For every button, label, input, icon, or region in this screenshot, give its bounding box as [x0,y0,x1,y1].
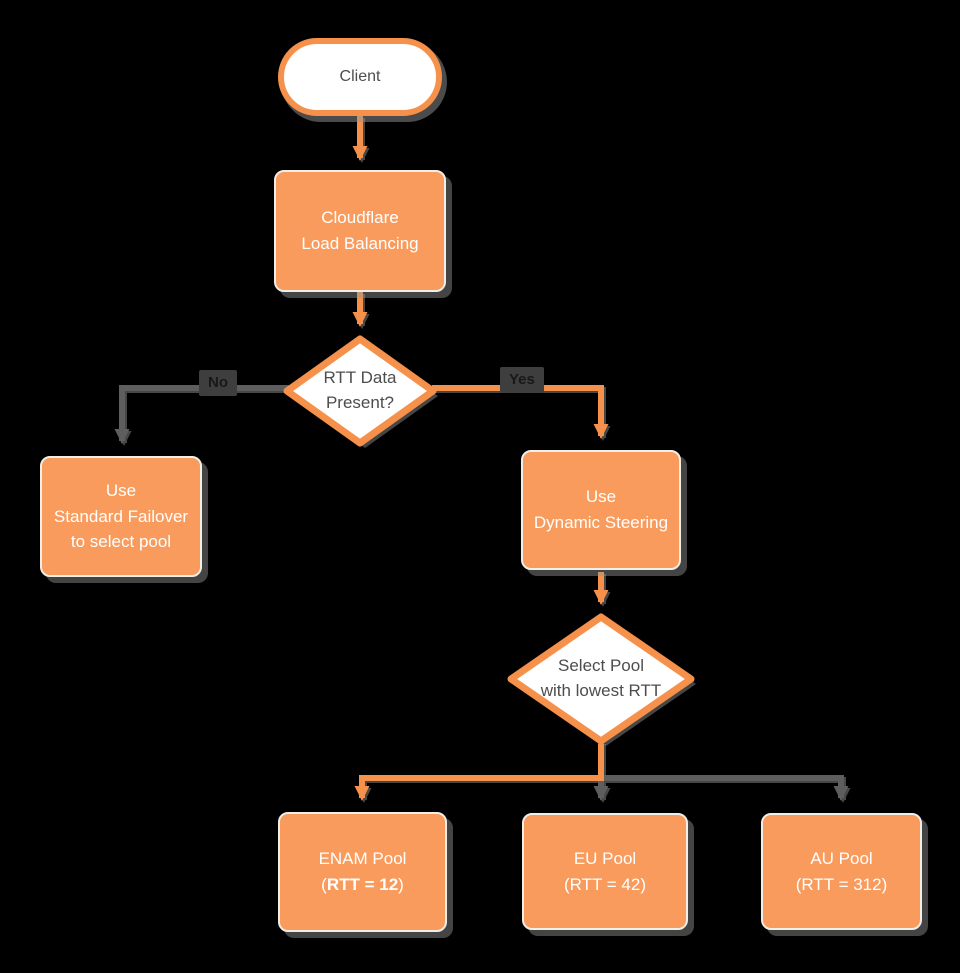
node-client: Client [278,38,442,116]
edge-label-yes: Yes [500,367,544,393]
node-select-pool-decision: Select Pool with lowest RTT [505,611,697,747]
node-rtt-data-present-decision: RTT Data Present? [281,333,439,449]
au-line1: AU Pool [810,848,873,868]
enam-line2: (RTT = 12) [321,872,404,898]
eu-line1: EU Pool [573,848,637,868]
edge-selectpool-to-au [601,775,849,801]
node-eu-pool: EU Pool (RTT = 42) [522,813,688,930]
edge-label-no: No [199,370,237,396]
failover-line1: Use [105,480,137,500]
node-enam-pool: ENAM Pool (RTT = 12) [278,812,447,932]
node-client-label: Client [339,68,381,85]
node-cloudflare-line2: Load Balancing [301,234,419,253]
node-standard-failover: Use Standard Failover to select pool [40,456,202,577]
node-dynamic-steering: Use Dynamic Steering [521,450,681,570]
select-pool-line2: with lowest RTT [540,681,662,700]
failover-line3: to select pool [70,532,172,552]
enam-paren-close: ) [398,875,404,894]
steering-line1: Use [585,487,617,507]
select-pool-line1: Select Pool [558,656,644,676]
enam-line1: ENAM Pool [318,849,407,869]
edge-decision-to-steering [432,385,609,439]
failover-line2: Standard Failover [53,506,189,526]
eu-line2: (RTT = 42) [563,874,647,894]
enam-paren-open: ( [321,875,327,894]
diamond-shape [507,613,696,746]
au-line2: (RTT = 312) [795,874,888,894]
diamond-shape [283,335,438,448]
node-cloudflare-line1: Cloudflare [321,208,399,228]
enam-rtt-value: RTT = 12 [326,875,399,894]
node-cloudflare-load-balancing: Cloudflare Load Balancing [274,170,446,292]
rtt-decision-line1: RTT Data [323,368,397,388]
node-au-pool: AU Pool (RTT = 312) [761,813,922,930]
rtt-decision-line2: Present? [325,393,395,412]
steering-line2: Dynamic Steering [533,513,669,532]
edge-selectpool-to-enam [354,744,604,801]
